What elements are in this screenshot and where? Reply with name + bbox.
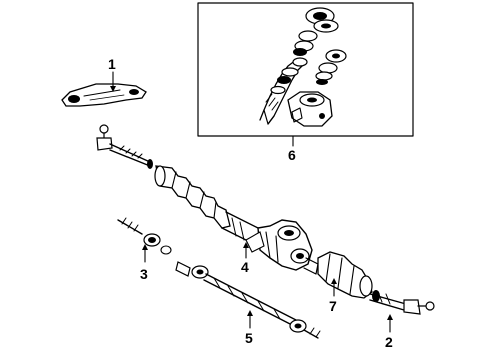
- part-3-inner-tie-rod: [117, 217, 172, 255]
- callout-6: 6: [288, 147, 296, 163]
- callout-7: 7: [329, 298, 337, 314]
- part-1-bracket: [61, 83, 147, 107]
- part-4-rack-housing: [154, 165, 319, 275]
- callout-3: 3: [140, 266, 148, 282]
- callout-4: 4: [241, 259, 249, 275]
- callout-5: 5: [245, 330, 253, 346]
- left-tie-rod-end: [96, 124, 153, 169]
- part-2-tie-rod-end: [369, 290, 435, 315]
- callout-1: 1: [108, 56, 116, 72]
- part-6-inset: [197, 2, 414, 137]
- pinion-valve-assembly: [259, 7, 347, 127]
- callout-labels: 1 2 3 4 5 6 7: [108, 56, 393, 350]
- callout-2: 2: [385, 334, 393, 350]
- part-5-tie-rod-assembly: [175, 261, 321, 339]
- part-7-boot: [317, 251, 373, 299]
- leader-lines: [110, 71, 393, 333]
